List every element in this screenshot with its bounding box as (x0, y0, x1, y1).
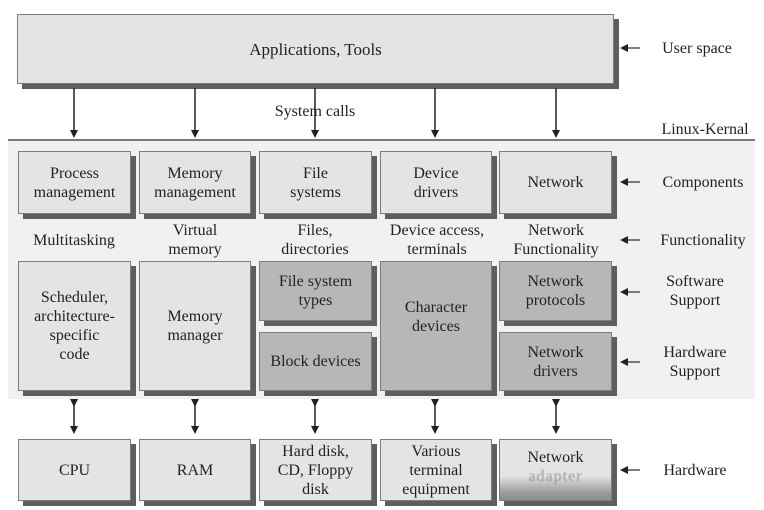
network-adapter-box: Network adapter (499, 439, 612, 501)
character-devices-label: Character devices (404, 299, 468, 335)
block-devices-box: Block devices (259, 332, 372, 391)
network-component-box: Network (499, 151, 612, 214)
functionality-label: Functionality (660, 232, 746, 249)
hardware-support-label: Hardware Support (663, 344, 727, 380)
cpu-label: CPU (58, 461, 91, 479)
software-support-label: Software Support (666, 273, 724, 309)
memory-management-label: Memory management (154, 164, 236, 201)
applications-tools-box: Applications, Tools (17, 14, 614, 84)
device-drivers-box: Device drivers (380, 151, 492, 214)
terminal-equipment-label: Various terminal equipment (402, 442, 470, 498)
files-directories-label: Files, directories (281, 222, 349, 258)
device-drivers-label: Device drivers (413, 164, 459, 201)
memory-management-box: Memory management (139, 151, 251, 214)
scheduler-box: Scheduler, architecture- specific code (18, 261, 131, 391)
file-system-types-box: File system types (259, 261, 372, 321)
process-management-label: Process management (33, 164, 116, 201)
system-calls-label: System calls (274, 103, 356, 120)
file-systems-box: File systems (259, 151, 372, 214)
file-system-types-label: File system types (278, 273, 353, 309)
virtual-memory-label: Virtual memory (168, 222, 222, 258)
network-adapter-label: Network (527, 449, 584, 466)
hardware-label: Hardware (663, 462, 727, 479)
block-devices-label: Block devices (270, 353, 361, 370)
process-management-box: Process management (18, 151, 131, 214)
storage-label: Hard disk, CD, Floppy disk (277, 442, 354, 498)
linux-kernel-label: Linux-Kernal (661, 121, 749, 138)
network-protocols-label: Network protocols (525, 273, 586, 309)
network-adapter-obscured-label: adapter (528, 468, 583, 485)
file-systems-label: File systems (290, 164, 341, 201)
network-functionality-label: Network Functionality (513, 222, 599, 258)
ram-label: RAM (176, 461, 214, 479)
applications-tools-label: Applications, Tools (249, 39, 382, 59)
multitasking-label: Multitasking (33, 232, 115, 249)
storage-box: Hard disk, CD, Floppy disk (259, 439, 372, 501)
terminal-equipment-box: Various terminal equipment (380, 439, 492, 501)
user-space-label: User space (662, 40, 732, 57)
ram-box: RAM (139, 439, 251, 501)
scheduler-label: Scheduler, architecture- specific code (34, 289, 115, 363)
memory-manager-box: Memory manager (139, 261, 251, 391)
character-devices-box: Character devices (380, 261, 492, 391)
watermark-smudge (500, 476, 611, 500)
network-drivers-label: Network drivers (527, 343, 584, 380)
hardware-arrows (70, 399, 560, 434)
network-component-label: Network (527, 174, 584, 191)
cpu-box: CPU (18, 439, 131, 501)
components-label: Components (662, 174, 744, 191)
device-access-label: Device access, terminals (389, 222, 485, 258)
network-protocols-box: Network protocols (499, 261, 612, 321)
memory-manager-label: Memory manager (167, 308, 223, 344)
network-drivers-box: Network drivers (499, 332, 612, 391)
